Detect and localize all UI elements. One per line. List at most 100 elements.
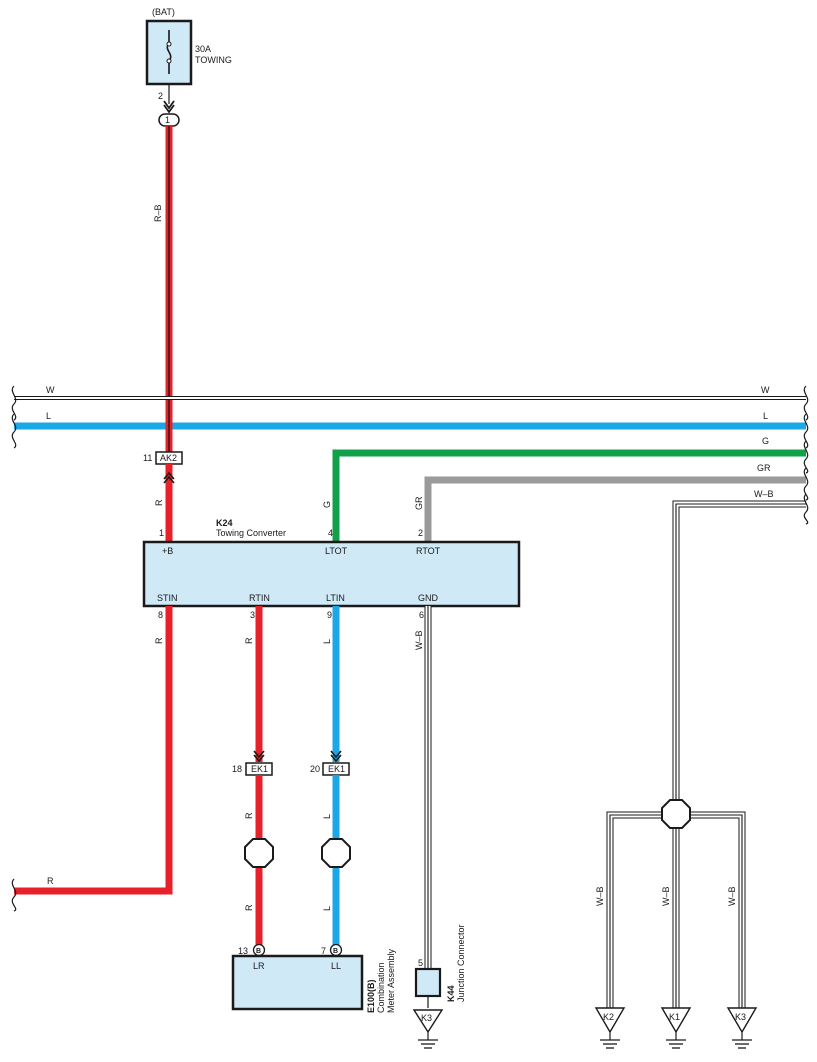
e100-pin-ll-num: 7 xyxy=(321,946,326,956)
fuse-30a-towing: (BAT) 30A TOWING 2 xyxy=(145,7,232,114)
break-mark-icon xyxy=(803,467,809,501)
wire-wb-right: W–B xyxy=(672,489,809,800)
ground-k1: K1 xyxy=(660,1007,692,1049)
k24-code: K24 xyxy=(216,518,233,528)
e100-combination-meter: 13 B 7 B LR LL E100(B) Combination Meter… xyxy=(231,943,396,1013)
e100-pin-lr-letter: B xyxy=(256,948,261,955)
e100-ll-label: LL xyxy=(331,961,341,971)
break-mark-icon xyxy=(803,385,809,421)
wire-w: W W xyxy=(11,385,809,421)
wire-r-lower: R R xyxy=(244,775,274,945)
ak2-name: AK2 xyxy=(160,453,177,463)
ak2-pin: 11 xyxy=(143,453,152,463)
connector-arrow-icon xyxy=(253,750,265,763)
k24-towing-converter: K24 Towing Converter 1 +B 4 LTOT 2 RTOT … xyxy=(142,518,521,620)
pin-rtot-num: 2 xyxy=(418,528,423,538)
fuse-terminal-icon xyxy=(166,58,172,64)
connector-arrow-icon xyxy=(163,471,175,484)
pin-rtin-num: 3 xyxy=(250,610,255,620)
break-mark-icon xyxy=(11,413,17,449)
connector-arrow-icon xyxy=(163,100,175,114)
pin-gnd-label: GND xyxy=(418,593,439,603)
e100-lr-label: LR xyxy=(253,961,265,971)
break-mark-icon xyxy=(11,385,17,421)
wire-l-ltin: L xyxy=(322,606,342,763)
ground-k3-right: K3 xyxy=(726,1007,758,1049)
wire-wb-gnd: W–B xyxy=(414,606,432,968)
wire-rb: R–B xyxy=(153,126,173,452)
wire-g: G G xyxy=(322,436,809,542)
pin-gnd-num: 6 xyxy=(419,610,424,620)
wire-r-stin-label: R xyxy=(154,637,164,644)
break-mark-icon xyxy=(803,493,809,525)
fuse-source-label: (BAT) xyxy=(152,7,175,17)
pin-rtin-label: RTIN xyxy=(249,593,270,603)
wire-l-lower1-label: L xyxy=(322,814,332,819)
fuse-pin: 2 xyxy=(158,91,163,101)
connector-arrow-icon xyxy=(330,750,342,763)
ground-triangle-icon xyxy=(660,1007,692,1034)
wire-wb-k1-label: W–B xyxy=(661,886,671,906)
wire-l-lower2-label: L xyxy=(322,906,332,911)
connector-ek1-right: 20 EK1 xyxy=(310,762,350,776)
wire-r-stin: R R xyxy=(11,606,173,912)
wire-l-lower: L L xyxy=(321,775,351,945)
pin-rtot-label: RTOT xyxy=(416,546,441,556)
ground-k3-right-label: K3 xyxy=(735,1012,746,1022)
e100-name-line2: Meter Assembly xyxy=(386,948,396,1013)
e100-code: E100(B) xyxy=(366,979,376,1013)
fuse-name: TOWING xyxy=(195,55,232,65)
wire-r-left-label: R xyxy=(47,876,54,886)
wire-r-upper-label: R xyxy=(154,499,164,506)
e100-pin-lr-num: 13 xyxy=(238,946,248,956)
k44-code: K44 xyxy=(446,985,456,1002)
k44-junction-connector: 5 K44 Junction Connector xyxy=(414,924,466,1008)
wire-wb-gnd-label: W–B xyxy=(414,630,424,650)
ek1-left-pin: 18 xyxy=(232,764,242,774)
wire-w-right-label: W xyxy=(761,385,770,395)
k44-name: Junction Connector xyxy=(456,924,466,1002)
pin-ltin-num: 9 xyxy=(327,610,332,620)
wire-g-right-label: G xyxy=(762,436,769,446)
wire-r-lower2-label: R xyxy=(244,904,254,911)
pin-ltin-label: LTIN xyxy=(326,593,345,603)
wire-r-rtin-label: R xyxy=(244,637,254,644)
pin-ltot-num: 4 xyxy=(328,528,333,538)
pin-ltot-label: LTOT xyxy=(325,546,348,556)
ground-k2-label: K2 xyxy=(603,1012,614,1022)
ground-k3-center-label: K3 xyxy=(421,1013,432,1023)
wire-gr-vert-label: GR xyxy=(414,496,424,510)
ek1-right-name: EK1 xyxy=(328,764,345,774)
connector-ek1-left: 18 EK1 xyxy=(232,762,273,776)
wire-rb-label: R–B xyxy=(153,204,163,222)
e100-name-line1: Combination xyxy=(376,962,386,1013)
k44-pin: 5 xyxy=(418,958,423,968)
splice-octagon-icon xyxy=(661,799,691,829)
ek1-right-pin: 20 xyxy=(310,764,320,774)
ground-triangle-icon xyxy=(412,1009,444,1034)
wire-r-rtin: R xyxy=(244,606,265,763)
wire-l-left-label: L xyxy=(46,411,51,421)
fuse-terminal-icon xyxy=(166,41,172,47)
break-mark-icon xyxy=(803,440,809,474)
junction-1: 1 xyxy=(158,113,180,127)
wire-l: L L xyxy=(11,411,809,449)
wire-gr: GR GR xyxy=(414,463,809,542)
wire-wb-branch: W–B W–B W–B xyxy=(595,799,746,1008)
junction-1-label: 1 xyxy=(165,115,170,125)
splice-octagon-icon xyxy=(321,838,351,868)
wire-wb-right-label: W–B xyxy=(754,489,774,499)
wire-r-lower1-label: R xyxy=(244,812,254,819)
pin-stin-label: STIN xyxy=(157,593,178,603)
ground-k3-center: K3 xyxy=(412,1009,444,1049)
wire-wb-k2-label: W–B xyxy=(595,886,605,906)
fuse-rating: 30A xyxy=(195,44,211,54)
wire-gr-right-label: GR xyxy=(757,463,771,473)
break-mark-icon xyxy=(803,413,809,449)
k24-name: Towing Converter xyxy=(216,528,286,538)
wire-g-vert-label: G xyxy=(322,501,332,508)
splice-octagon-icon xyxy=(244,838,274,868)
wire-r-upper: R xyxy=(154,464,175,542)
ground-k2: K2 xyxy=(594,1007,626,1049)
